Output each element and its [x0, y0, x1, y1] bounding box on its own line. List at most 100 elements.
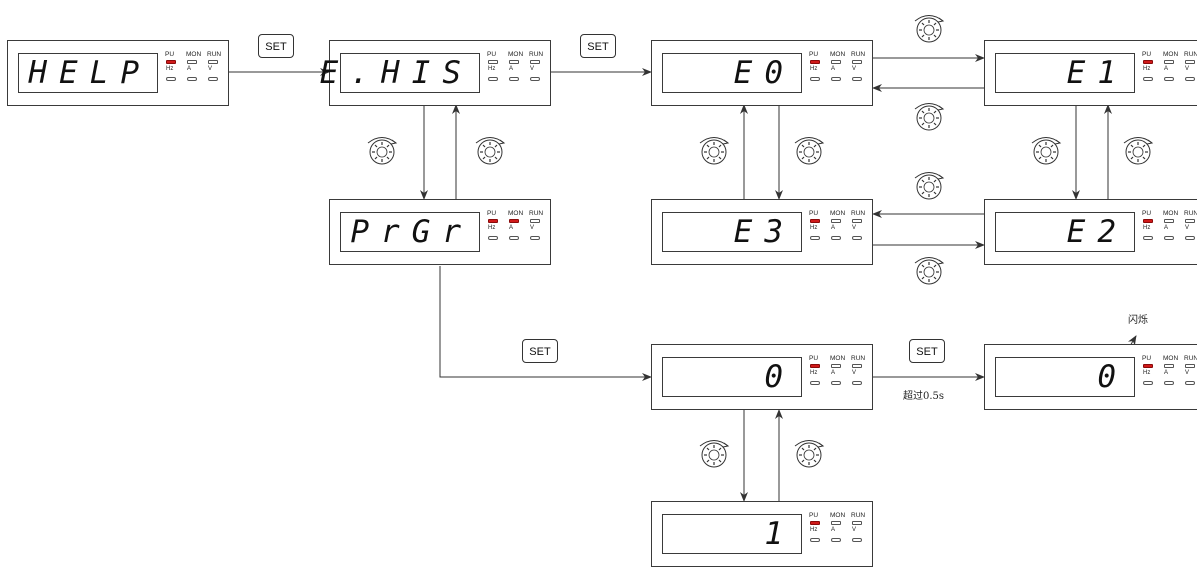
over-time-label: 超过0.5s — [903, 391, 945, 402]
indicator-label: MON — [1163, 51, 1179, 58]
unit-led — [488, 77, 498, 81]
unit-label: Hz — [166, 66, 174, 72]
indicator-led — [852, 219, 862, 223]
unit-led — [1164, 381, 1174, 385]
unit-label: V — [852, 225, 857, 231]
unit-led — [810, 77, 820, 81]
lcd-readout: 0 — [764, 359, 795, 395]
unit-led — [1185, 77, 1195, 81]
lcd-screen: E3 — [662, 212, 802, 252]
unit-led — [1164, 77, 1174, 81]
dial-icon — [794, 136, 824, 165]
indicator-label: MON — [830, 512, 846, 519]
unit-led — [831, 236, 841, 240]
indicator-led — [831, 60, 841, 64]
indicator-label: MON — [508, 51, 524, 58]
lcd-readout: E1 — [1066, 55, 1128, 91]
unit-label: V — [852, 66, 857, 72]
indicator-label: RUN — [1184, 51, 1197, 58]
unit-led — [1185, 236, 1195, 240]
unit-label: Hz — [1143, 225, 1151, 231]
unit-label: Hz — [488, 225, 496, 231]
indicator-label: RUN — [1184, 210, 1197, 217]
dial-icon — [699, 136, 729, 165]
lcd-screen: E.HIS — [320, 53, 480, 93]
unit-label: A — [831, 370, 836, 376]
lcd-readout: E0 — [733, 55, 795, 91]
unit-label: A — [831, 527, 836, 533]
indicator-led — [831, 219, 841, 223]
unit-led — [488, 236, 498, 240]
indicator-label: MON — [1163, 210, 1179, 217]
unit-led — [187, 77, 197, 81]
lcd-readout: 1 — [764, 516, 795, 552]
blink-label: 闪烁 — [1128, 315, 1148, 326]
set-button[interactable]: SET — [909, 339, 945, 363]
dial-icon — [794, 439, 824, 468]
indicator-label: RUN — [851, 51, 866, 58]
set-button[interactable]: SET — [580, 34, 616, 58]
indicator-led — [831, 521, 841, 525]
lcd-screen: 0 — [662, 357, 802, 397]
lcd-screen: 1 — [662, 514, 802, 554]
unit-label: A — [509, 66, 514, 72]
indicator-led — [509, 219, 519, 223]
indicator-label: PU — [1142, 210, 1152, 217]
indicator-led — [1164, 219, 1174, 223]
unit-label: V — [1185, 66, 1190, 72]
set-button[interactable]: SET — [522, 339, 558, 363]
lcd-screen: 0 — [995, 357, 1135, 397]
dial-icon — [914, 102, 944, 131]
unit-label: V — [530, 225, 535, 231]
indicator-led — [1185, 219, 1195, 223]
unit-led — [509, 77, 519, 81]
indicator-label: RUN — [529, 51, 544, 58]
lcd-readout: E3 — [733, 214, 795, 250]
unit-label: Hz — [810, 66, 818, 72]
lcd-readout: HELP — [28, 55, 151, 91]
unit-label: V — [1185, 225, 1190, 231]
set-button[interactable]: SET — [258, 34, 294, 58]
lcd-readout: E2 — [1066, 214, 1128, 250]
unit-label: Hz — [810, 225, 818, 231]
indicator-led — [488, 60, 498, 64]
indicator-led — [166, 60, 176, 64]
indicator-label: RUN — [851, 512, 866, 519]
indicator-led — [852, 521, 862, 525]
indicator-label: MON — [830, 355, 846, 362]
unit-led — [1143, 77, 1153, 81]
unit-label: A — [509, 225, 514, 231]
indicator-label: MON — [830, 51, 846, 58]
unit-label: Hz — [488, 66, 496, 72]
lcd-screen: PrGr — [340, 212, 480, 252]
unit-label: Hz — [1143, 370, 1151, 376]
indicator-label: PU — [487, 210, 497, 217]
unit-led — [831, 538, 841, 542]
unit-label: V — [208, 66, 213, 72]
unit-label: V — [1185, 370, 1190, 376]
dial-icon — [914, 14, 944, 43]
unit-led — [1185, 381, 1195, 385]
lcd-readout: 0 — [1097, 359, 1128, 395]
indicator-led — [1143, 364, 1153, 368]
unit-label: Hz — [1143, 66, 1151, 72]
unit-led — [831, 77, 841, 81]
indicator-label: RUN — [851, 355, 866, 362]
lcd-screen: E2 — [995, 212, 1135, 252]
unit-led — [852, 381, 862, 385]
dial-icon — [699, 439, 729, 468]
